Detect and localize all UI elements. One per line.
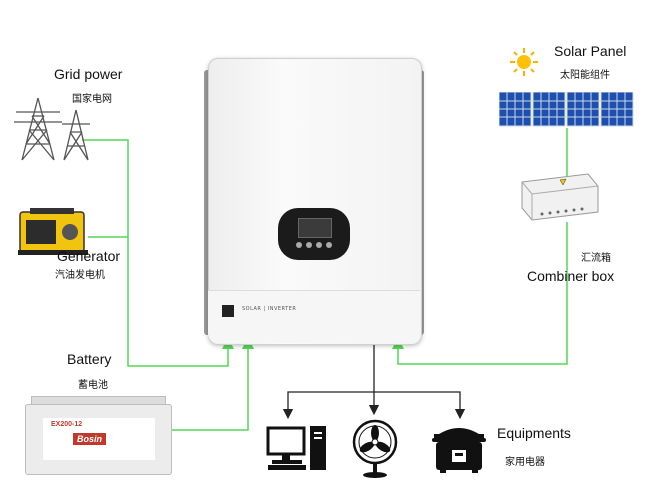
generator-label-zh: 汽油发电机 bbox=[55, 270, 105, 281]
inverter-logo-icon bbox=[222, 305, 234, 317]
inverter-display-panel bbox=[278, 208, 350, 260]
solar-panel-label-zh: 太阳能组件 bbox=[560, 70, 610, 81]
solar-panel-label: Solar Panel bbox=[554, 43, 627, 59]
battery-icon: EX200-12 Bosin bbox=[25, 396, 172, 475]
battery-model: EX200-12 bbox=[51, 421, 83, 428]
generator-label: Generator bbox=[57, 248, 121, 264]
solar-panel-icon bbox=[499, 92, 634, 127]
battery-brand: Bosin bbox=[73, 433, 107, 445]
grid-power-label: Grid power bbox=[54, 66, 123, 82]
output-left bbox=[282, 391, 374, 420]
equipments-label-zh: 家用电器 bbox=[505, 457, 545, 468]
fan-icon bbox=[352, 419, 398, 478]
combiner-wire bbox=[392, 222, 568, 365]
sun-icon bbox=[510, 48, 538, 76]
grid-power-label-zh: 国家电网 bbox=[72, 94, 112, 105]
output-right bbox=[374, 391, 466, 420]
computer-icon bbox=[266, 426, 326, 470]
inverter-screen bbox=[298, 218, 332, 238]
battery-label-zh: 蓄电池 bbox=[78, 380, 108, 391]
generator-icon bbox=[18, 208, 88, 255]
grid-wire bbox=[82, 139, 234, 367]
equipments-label: Equipments bbox=[497, 425, 571, 441]
power-tower-icon bbox=[14, 97, 90, 161]
inverter-front-text: SOLAR | INVERTER bbox=[242, 306, 297, 312]
combiner-box-icon bbox=[521, 173, 599, 221]
combiner-box-label-zh: 汇流箱 bbox=[581, 253, 611, 264]
rice-cooker-icon bbox=[432, 428, 486, 473]
combiner-box-label: Combiner box bbox=[527, 268, 615, 284]
battery-label: Battery bbox=[67, 351, 112, 367]
solar-inverter: SOLAR | INVERTER bbox=[204, 58, 424, 345]
battery-wire bbox=[170, 337, 254, 431]
